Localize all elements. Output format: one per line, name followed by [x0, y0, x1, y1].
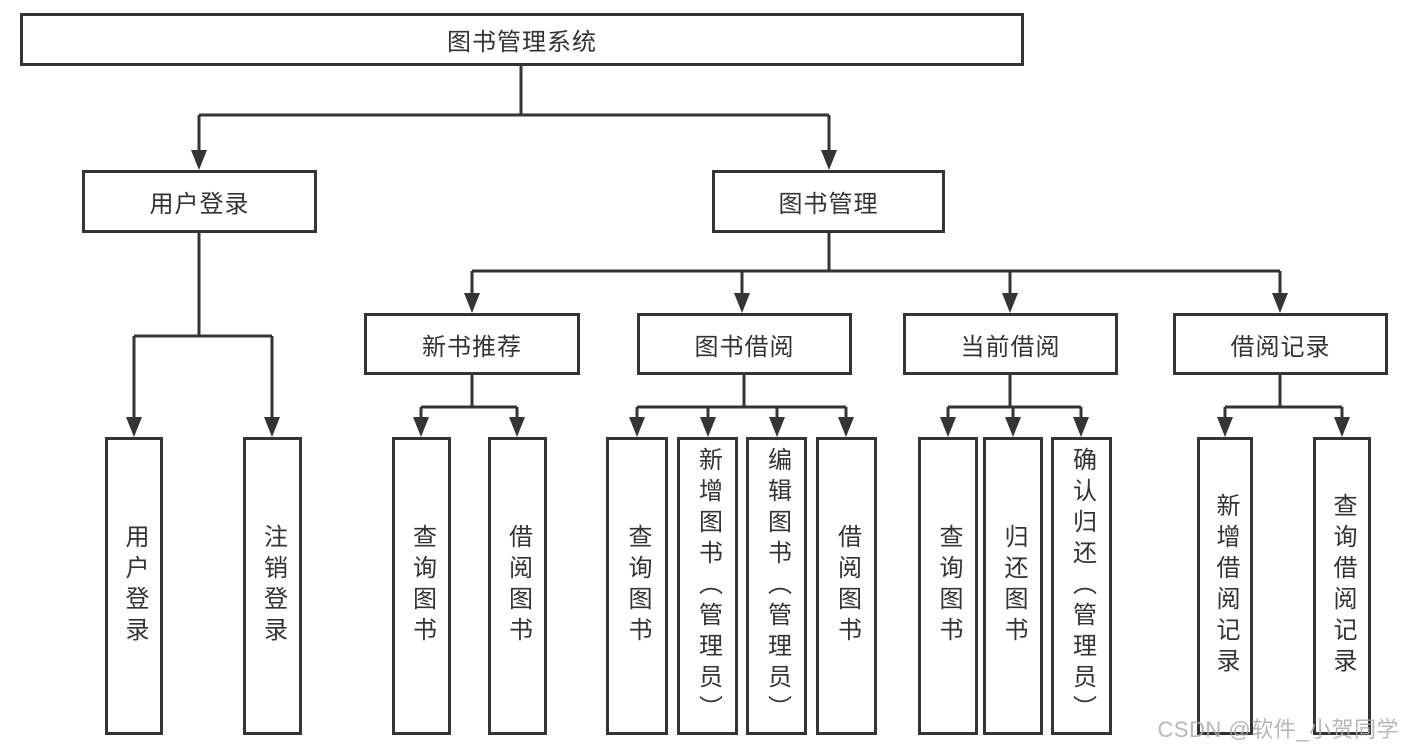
- leaf-borrow-books-borrowing: 借阅图书: [816, 437, 877, 735]
- leaf-query-borrow-record-label: 查询借阅记录: [1329, 493, 1356, 679]
- leaf-borrow-books-borrowing-label: 借阅图书: [833, 524, 861, 648]
- node-current-borrowing: 当前借阅: [903, 313, 1118, 375]
- leaf-edit-book-admin-label: 编辑图书（管理员）: [763, 446, 791, 726]
- leaf-user-login: 用户登录: [105, 437, 163, 735]
- leaf-borrow-books-recommend-label: 借阅图书: [504, 524, 532, 648]
- node-borrowing-records: 借阅记录: [1173, 313, 1388, 375]
- leaf-user-login-label: 用户登录: [121, 524, 148, 648]
- leaf-edit-book-admin: 编辑图书（管理员）: [746, 437, 807, 735]
- leaf-query-borrow-record: 查询借阅记录: [1313, 437, 1371, 735]
- leaf-confirm-return-admin: 确认归还（管理员）: [1051, 437, 1112, 735]
- node-book-management: 图书管理: [712, 170, 945, 233]
- leaf-add-book-admin-label: 新增图书（管理员）: [694, 446, 722, 726]
- leaf-logout-login: 注销登录: [243, 437, 302, 735]
- leaf-add-borrow-record-label: 新增借阅记录: [1212, 493, 1239, 679]
- leaf-query-books-recommend: 查询图书: [392, 437, 451, 735]
- node-library-system: 图书管理系统: [20, 13, 1024, 66]
- leaf-borrow-books-recommend: 借阅图书: [488, 437, 547, 735]
- leaf-return-books-label: 归还图书: [1000, 524, 1027, 648]
- node-book-borrowing: 图书借阅: [637, 313, 852, 375]
- leaf-query-books-current-label: 查询图书: [935, 524, 962, 648]
- leaf-logout-login-label: 注销登录: [259, 524, 287, 648]
- watermark-csdn: CSDN @软件_小贺同学: [1157, 717, 1399, 742]
- node-new-book-recommend: 新书推荐: [364, 313, 580, 375]
- leaf-return-books: 归还图书: [983, 437, 1043, 735]
- leaf-confirm-return-admin-label: 确认归还（管理员）: [1068, 446, 1096, 726]
- leaf-add-borrow-record: 新增借阅记录: [1197, 437, 1253, 735]
- node-user-login: 用户登录: [82, 170, 317, 233]
- leaf-add-book-admin: 新增图书（管理员）: [677, 437, 738, 735]
- leaf-query-books-current: 查询图书: [918, 437, 978, 735]
- leaf-query-books-recommend-label: 查询图书: [408, 524, 436, 648]
- leaf-query-books-borrowing: 查询图书: [606, 437, 668, 735]
- leaf-query-books-borrowing-label: 查询图书: [624, 524, 651, 648]
